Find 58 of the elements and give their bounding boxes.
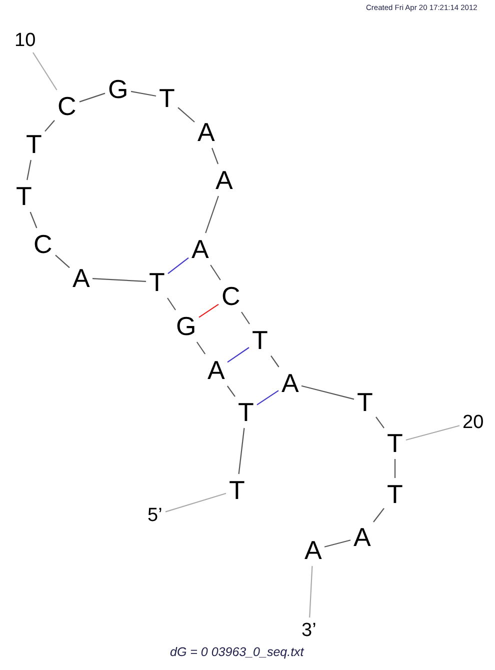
base-pair-line [198, 304, 219, 318]
nucleotide-letter: C [34, 231, 52, 257]
backbone-line [238, 428, 245, 474]
backbone-line [301, 385, 354, 400]
nucleotide-letter: C [58, 93, 76, 119]
backbone-line [373, 508, 384, 522]
nucleotide-letter: T [16, 183, 32, 209]
strand-end-label: 3’ [302, 620, 316, 640]
backbone-line [79, 92, 106, 102]
nucleotide-letter: A [72, 265, 90, 291]
leader-line [406, 425, 460, 441]
nucleotide-letter: T [149, 269, 165, 295]
nucleotide-letter: C [222, 283, 240, 309]
caption: dG = 0 03963_0_seq.txt [170, 646, 304, 660]
nucleotide-letter: A [354, 524, 371, 550]
nucleotide-letter: A [208, 357, 225, 383]
leader-line [165, 492, 226, 512]
backbone-line [270, 355, 280, 368]
backbone-line [376, 416, 384, 428]
nucleotide-letter: A [216, 167, 233, 193]
backbone-line [196, 342, 206, 354]
nucleotide-letter: A [304, 537, 322, 563]
backbone-line [226, 386, 236, 397]
position-number: 10 [14, 30, 36, 50]
base-pair-line [227, 347, 250, 363]
backbone-line [167, 298, 176, 310]
position-number: 20 [462, 412, 484, 432]
nucleotide-letter: T [159, 85, 175, 111]
base-pair-line [168, 257, 189, 274]
backbone-line [55, 254, 70, 268]
nucleotide-letter: T [252, 327, 268, 353]
nucleotide-letter: T [357, 389, 373, 415]
backbone-line [394, 459, 396, 478]
backbone-line [26, 160, 32, 180]
backbone-line [211, 148, 219, 164]
nucleotide-letter: A [282, 370, 299, 396]
backbone-line [205, 196, 219, 234]
backbone-line [324, 540, 351, 548]
nucleotide-letter: A [192, 236, 209, 262]
backbone-line [178, 107, 195, 122]
nucleotide-letter: T [229, 477, 245, 503]
backbone-line [30, 212, 38, 228]
backbone-line [210, 264, 221, 280]
nucleotide-letter: G [108, 76, 128, 102]
backbone-line [130, 90, 156, 97]
leader-line [309, 566, 313, 618]
nucleotide-letter: A [198, 119, 215, 145]
leader-line [32, 52, 58, 90]
base-pair-line [256, 390, 279, 406]
nucleotide-letter: T [387, 481, 403, 507]
nucleotide-letter: T [26, 131, 42, 157]
nucleotide-letter: T [387, 430, 403, 456]
nucleotide-letter: T [238, 399, 254, 425]
backbone-line [44, 120, 55, 132]
backbone-line [92, 278, 146, 282]
strand-end-label: 5’ [148, 506, 162, 524]
backbone-line [241, 312, 250, 324]
nucleotide-letter: G [176, 313, 196, 339]
